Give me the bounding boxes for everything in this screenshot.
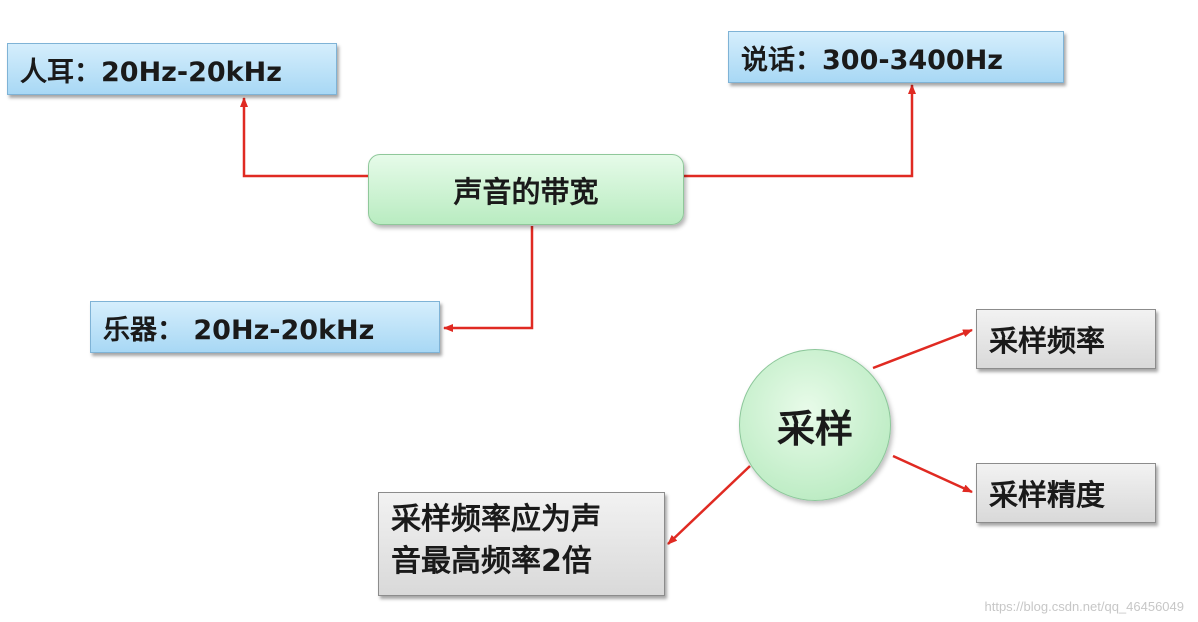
source-watermark: https://blog.csdn.net/qq_46456049 [984, 599, 1185, 614]
sample-precision-box: 采样精度 [976, 463, 1156, 523]
nyquist-note-box: 采样频率应为声 音最高频率2倍 [378, 492, 665, 596]
arrow-sampling-to-nyquist [667, 465, 751, 545]
sound-bandwidth-node: 声音的带宽 [368, 154, 684, 225]
nyquist-note-line-1: 采样频率应为声 [391, 502, 601, 537]
nyquist-note-line-2: 音最高频率2倍 [391, 544, 592, 579]
speech-range-box: 说话：300-3400Hz [728, 31, 1064, 83]
sampling-node: 采样 [739, 349, 891, 501]
arrow-center-to-ear [240, 97, 368, 178]
arrow-sampling-to-precision [892, 454, 973, 494]
arrow-center-to-speech [684, 84, 916, 178]
arrow-sampling-to-rate [872, 328, 973, 370]
ear-range-box: 人耳：20Hz-20kHz [7, 43, 337, 95]
sample-rate-box: 采样频率 [976, 309, 1156, 369]
instrument-range-box: 乐器： 20Hz-20kHz [90, 301, 440, 353]
arrow-center-to-instrument [443, 226, 534, 332]
